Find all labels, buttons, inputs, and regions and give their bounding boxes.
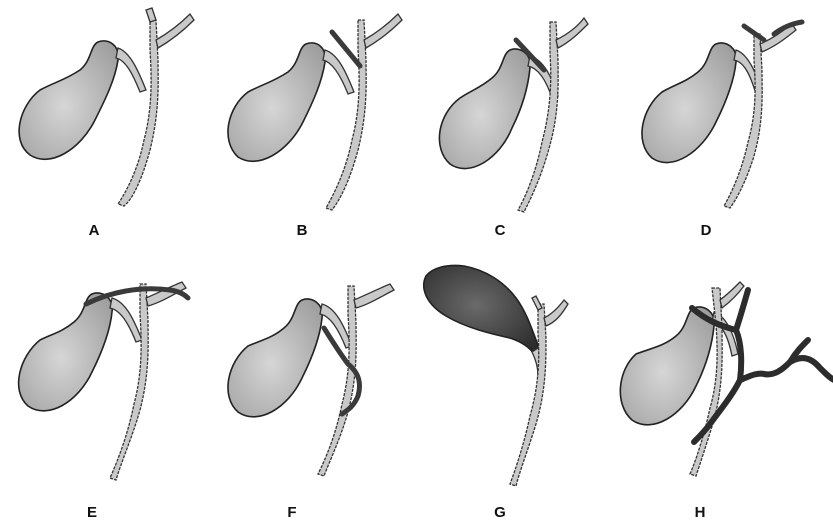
cystic-duct xyxy=(116,48,146,92)
panel-e-illustration xyxy=(0,264,208,494)
panel-g-illustration xyxy=(416,264,624,494)
panel-a-illustration xyxy=(0,0,208,230)
gallbladder xyxy=(228,43,325,161)
panel-b-illustration xyxy=(208,0,416,230)
panel-label-f: F xyxy=(188,504,396,521)
panel-a: A xyxy=(0,0,208,264)
panel-h-illustration xyxy=(624,264,832,494)
panel-e: E xyxy=(0,264,208,528)
gallbladder xyxy=(642,43,736,163)
panel-c: C xyxy=(416,0,624,264)
cystic-duct xyxy=(110,298,142,342)
left-hepatic-duct xyxy=(720,282,744,308)
left-hepatic-duct xyxy=(364,14,402,48)
panel-f-illustration xyxy=(208,264,416,494)
panel-h: H xyxy=(624,264,832,528)
left-hepatic-duct xyxy=(354,284,394,308)
left-hepatic-duct xyxy=(556,18,588,48)
panel-g: G xyxy=(416,264,624,528)
panel-b: B xyxy=(208,0,416,264)
panel-label-c: C xyxy=(396,222,604,239)
panel-label-g: G xyxy=(396,504,604,521)
right-hepatic-duct xyxy=(532,296,542,310)
gallbladder xyxy=(228,299,322,417)
panel-d-illustration xyxy=(624,0,832,230)
left-hepatic-duct xyxy=(156,14,194,48)
aberrant-hepatic-duct-network xyxy=(692,308,833,380)
panel-label-a: A xyxy=(0,222,198,239)
right-hepatic-duct xyxy=(146,8,156,22)
common-bile-duct xyxy=(118,20,158,206)
panel-d: D xyxy=(624,0,832,264)
panel-label-e: E xyxy=(0,504,196,521)
panel-label-d: D xyxy=(602,222,810,239)
panel-c-illustration xyxy=(416,0,624,230)
gallbladder xyxy=(19,293,113,411)
panel-f: F xyxy=(208,264,416,528)
aberrant-duct-branch-1 xyxy=(736,290,748,330)
gallbladder xyxy=(439,49,530,169)
gallbladder xyxy=(19,41,118,159)
panel-label-b: B xyxy=(198,222,406,239)
gallbladder-dark xyxy=(424,265,540,354)
left-hepatic-duct xyxy=(544,300,568,326)
gallbladder xyxy=(620,307,714,425)
panel-label-h: H xyxy=(596,504,804,521)
